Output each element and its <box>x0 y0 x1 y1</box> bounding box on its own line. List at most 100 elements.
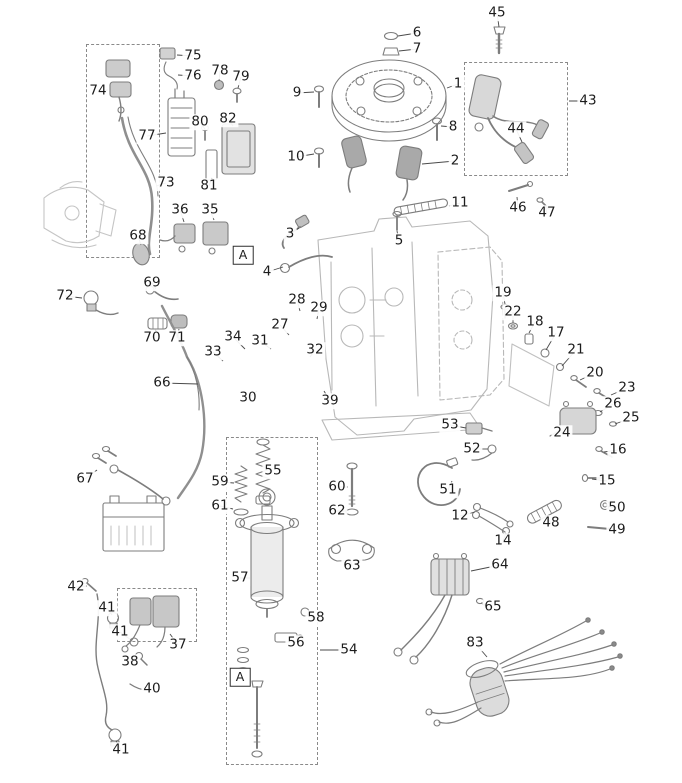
callout-44: 44 <box>505 120 527 137</box>
callout-41: 41 <box>110 741 132 758</box>
left-engine-fragment <box>43 181 117 249</box>
bolts-67 <box>91 445 171 506</box>
callout-6: 6 <box>410 24 424 41</box>
callout-7: 7 <box>410 40 424 57</box>
pin-46 <box>508 180 534 192</box>
bulb-72 <box>83 290 119 316</box>
callout-82: 82 <box>217 110 239 127</box>
callout-34: 34 <box>222 328 244 345</box>
bolt-10 <box>313 147 325 168</box>
callout-42: 42 <box>65 578 87 595</box>
callout-33: 33 <box>202 343 224 360</box>
coil-assembly-43-box <box>464 62 568 176</box>
callout-47: 47 <box>536 204 558 221</box>
callout-31: 31 <box>249 332 271 349</box>
starter-motor <box>234 488 300 618</box>
callout-59: 59 <box>209 473 231 490</box>
callout-67: 67 <box>74 470 96 487</box>
callout-51: 51 <box>437 481 459 498</box>
module-36 <box>173 223 196 253</box>
callout-71: 71 <box>166 329 188 346</box>
relay-assembly-37 <box>121 595 180 653</box>
callout-24: 24 <box>551 424 573 441</box>
callout-8: 8 <box>446 118 460 135</box>
callout-79: 79 <box>230 68 252 85</box>
spring-59 <box>233 465 249 516</box>
callout-50: 50 <box>606 499 628 516</box>
coil-74 <box>105 59 132 122</box>
callout-12: 12 <box>449 507 471 524</box>
callout-26: 26 <box>602 395 624 412</box>
rectifier-64 <box>393 552 470 665</box>
callout-41: 41 <box>109 623 131 640</box>
callout-52: 52 <box>461 440 483 457</box>
callout-69: 69 <box>141 274 163 291</box>
module-35 <box>202 221 229 255</box>
bracket-63 <box>328 539 375 562</box>
callout-78: 78 <box>209 62 231 79</box>
callout-30: 30 <box>237 389 259 406</box>
callout-36: 36 <box>169 201 191 218</box>
sensor-53 <box>465 422 493 435</box>
section-marker-a: A <box>229 667 251 687</box>
callout-41: 41 <box>96 599 118 616</box>
callout-10: 10 <box>285 148 307 165</box>
callout-32: 32 <box>304 341 326 358</box>
callout-11: 11 <box>449 194 471 211</box>
callout-21: 21 <box>565 341 587 358</box>
callout-60: 60 <box>326 478 348 495</box>
callout-49: 49 <box>606 521 628 538</box>
callout-73: 73 <box>155 174 177 191</box>
callout-46: 46 <box>507 199 529 216</box>
callout-64: 64 <box>489 556 511 573</box>
callout-16: 16 <box>607 441 629 458</box>
callout-5: 5 <box>392 232 406 249</box>
pin-49 <box>587 526 611 530</box>
callout-74: 74 <box>87 82 109 99</box>
ignition-coil-assembly-43 <box>468 74 550 165</box>
callout-48: 48 <box>540 514 562 531</box>
callout-18: 18 <box>524 313 546 330</box>
callout-23: 23 <box>616 379 638 396</box>
callout-43: 43 <box>577 92 599 109</box>
callout-53: 53 <box>439 416 461 433</box>
callout-57: 57 <box>229 569 251 586</box>
bolt-5 <box>392 210 402 231</box>
flywheel-nut-washer <box>382 31 400 56</box>
callout-39: 39 <box>319 392 341 409</box>
callout-14: 14 <box>492 532 514 549</box>
bolt-9 <box>313 85 325 108</box>
callout-77: 77 <box>136 127 158 144</box>
callout-70: 70 <box>141 329 163 346</box>
callout-38: 38 <box>119 653 141 670</box>
lead-wire-51 <box>417 457 461 507</box>
callout-19: 19 <box>492 284 514 301</box>
callout-65: 65 <box>482 598 504 615</box>
callout-76: 76 <box>182 67 204 84</box>
callout-61: 61 <box>209 497 231 514</box>
callout-25: 25 <box>620 409 642 426</box>
callout-35: 35 <box>199 201 221 218</box>
bolt-8 <box>431 117 443 141</box>
callout-81: 81 <box>198 177 220 194</box>
bracket-75-76 <box>159 47 178 90</box>
bolt-79 <box>232 87 242 103</box>
callout-28: 28 <box>286 291 308 308</box>
module-wire <box>159 235 176 242</box>
callout-72: 72 <box>54 287 76 304</box>
callout-37: 37 <box>167 636 189 653</box>
callout-54: 54 <box>338 641 360 658</box>
callout-45: 45 <box>486 4 508 21</box>
cdi-unit-82 <box>221 123 256 175</box>
callout-68: 68 <box>127 227 149 244</box>
callout-3: 3 <box>283 225 297 242</box>
callout-80: 80 <box>189 113 211 130</box>
callout-27: 27 <box>269 316 291 333</box>
callout-63: 63 <box>341 557 363 574</box>
section-marker-a: A <box>232 245 254 265</box>
battery <box>102 495 165 552</box>
callout-15: 15 <box>596 472 618 489</box>
ignition-coil-group-box <box>86 44 160 258</box>
main-harness-83 <box>425 617 623 727</box>
